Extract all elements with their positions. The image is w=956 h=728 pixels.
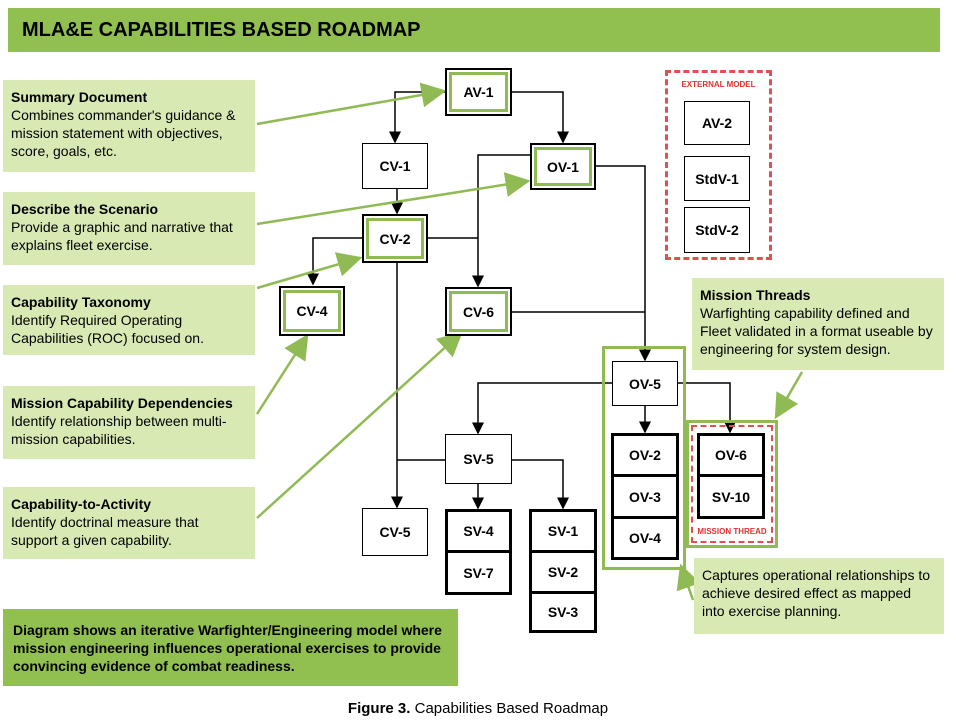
note-text: Identify doctrinal measure that support … <box>11 514 199 548</box>
node-sv7: SV-7 <box>445 550 512 595</box>
node-ov2: OV-2 <box>611 433 679 477</box>
note-text: Provide a graphic and narrative that exp… <box>11 219 233 253</box>
node-cv2: CV-2 <box>362 214 428 263</box>
note-mission-capability-dependencies: Mission Capability Dependencies Identify… <box>3 386 255 459</box>
node-sv3: SV-3 <box>529 591 597 633</box>
node-ov4: OV-4 <box>611 516 679 560</box>
note-mission-threads: Mission Threads Warfighting capability d… <box>692 278 944 370</box>
note-text: Identify relationship between multi-miss… <box>11 413 227 447</box>
node-stdv1: StdV-1 <box>684 156 750 201</box>
node-ov6: OV-6 <box>697 433 765 477</box>
figure-caption-text: Capabilities Based Roadmap <box>414 700 609 717</box>
external-model-label: EXTERNAL MODEL <box>681 80 756 89</box>
note-title: Mission Threads <box>700 287 811 303</box>
node-sv5: SV-5 <box>445 434 512 484</box>
summary-statement: Diagram shows an iterative Warfighter/En… <box>3 609 458 686</box>
node-sv4: SV-4 <box>445 509 512 553</box>
mission-thread-label: MISSION THREAD <box>697 527 767 536</box>
node-cv5: CV-5 <box>362 508 428 556</box>
node-cv1: CV-1 <box>362 143 428 189</box>
node-av1: AV-1 <box>445 68 512 116</box>
note-text: Warfighting capability defined and Fleet… <box>700 305 933 357</box>
note-title: Mission Capability Dependencies <box>11 395 233 411</box>
note-captures-operational: Captures operational relationships to ac… <box>694 558 944 634</box>
node-sv1: SV-1 <box>529 509 597 553</box>
node-ov3: OV-3 <box>611 474 679 519</box>
node-cv4: CV-4 <box>279 286 345 336</box>
note-describe-scenario: Describe the Scenario Provide a graphic … <box>3 192 255 265</box>
external-model-frame <box>665 70 772 260</box>
node-ov5: OV-5 <box>612 361 678 406</box>
ov-group-frame <box>602 346 686 570</box>
note-text: Captures operational relationships to ac… <box>702 567 931 619</box>
note-title: Describe the Scenario <box>11 201 159 217</box>
node-sv10: SV-10 <box>697 474 765 519</box>
note-title: Capability Taxonomy <box>11 294 151 310</box>
note-text: Identify Required Operating Capabilities… <box>11 312 204 346</box>
note-capability-to-activity: Capability-to-Activity Identify doctrina… <box>3 487 255 559</box>
figure-caption: Figure 3. Capabilities Based Roadmap <box>0 700 956 717</box>
note-title: Capability-to-Activity <box>11 496 152 512</box>
node-ov1: OV-1 <box>530 143 596 190</box>
page-title: MLA&E CAPABILITIES BASED ROADMAP <box>8 8 940 52</box>
note-title: Summary Document <box>11 89 148 105</box>
node-sv2: SV-2 <box>529 550 597 594</box>
note-summary-document: Summary Document Combines commander's gu… <box>3 80 255 172</box>
figure-number: Figure 3. <box>347 700 411 717</box>
mission-thread-frame <box>686 420 778 548</box>
mission-thread-dashed <box>691 425 773 543</box>
node-av2: AV-2 <box>684 101 750 145</box>
note-text: Combines commander's guidance & mission … <box>11 107 236 159</box>
node-cv6: CV-6 <box>445 287 512 336</box>
node-stdv2: StdV-2 <box>684 207 750 253</box>
note-capability-taxonomy: Capability Taxonomy Identify Required Op… <box>3 285 255 355</box>
